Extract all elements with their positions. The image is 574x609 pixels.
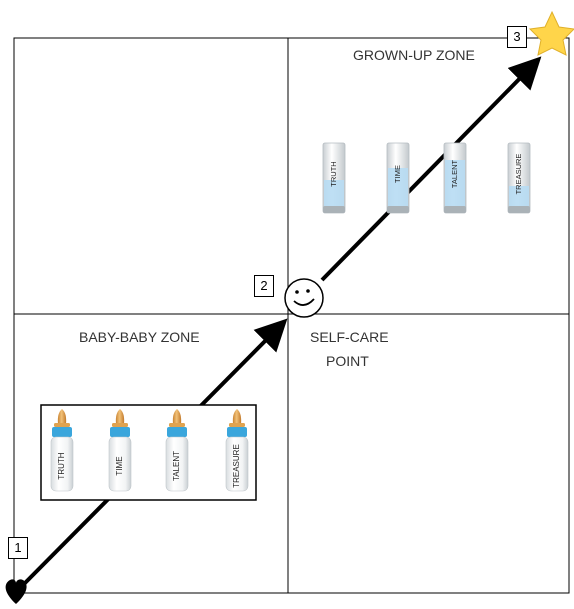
baby-bottles: TRUTH TIME TALENT TREASURE — [50, 409, 249, 492]
growth-arrow-upper — [320, 56, 542, 282]
glass-label: TALENT — [450, 159, 459, 188]
drinking-glass: TRUTH — [322, 142, 346, 214]
bottle-label: TIME — [115, 456, 124, 475]
baby-bottle: TREASURE — [225, 409, 249, 492]
self-care-label-line2: POINT — [326, 353, 369, 369]
star-icon — [528, 10, 574, 56]
marker-1: 1 — [8, 537, 28, 559]
bottle-label: TALENT — [172, 451, 181, 481]
baby-bottle: TALENT — [165, 409, 189, 492]
self-care-label-line1: SELF-CARE — [310, 329, 389, 345]
glass-label: TREASURE — [514, 154, 523, 195]
bottle-label: TREASURE — [232, 444, 241, 488]
glass-label: TRUTH — [329, 161, 338, 186]
drinking-glass: TREASURE — [507, 142, 531, 214]
baby-bottles-panel — [40, 404, 257, 501]
drinking-glass: TALENT — [443, 142, 467, 214]
drinking-glasses: TRUTH TIME TALENT TREASURE — [322, 142, 531, 214]
quadrant-frame — [13, 37, 570, 594]
baby-bottle: TIME — [108, 409, 132, 492]
heart-icon — [5, 579, 27, 604]
marker-3: 3 — [507, 26, 527, 48]
bottle-label: TRUTH — [57, 452, 66, 479]
glass-label: TIME — [393, 165, 402, 183]
grown-up-zone-label: GROWN-UP ZONE — [353, 47, 475, 63]
baby-bottle: TRUTH — [50, 409, 74, 492]
drinking-glass: TIME — [386, 142, 410, 214]
baby-baby-zone-label: BABY-BABY ZONE — [79, 329, 200, 345]
smiley-icon — [284, 278, 324, 318]
marker-2: 2 — [254, 275, 274, 297]
